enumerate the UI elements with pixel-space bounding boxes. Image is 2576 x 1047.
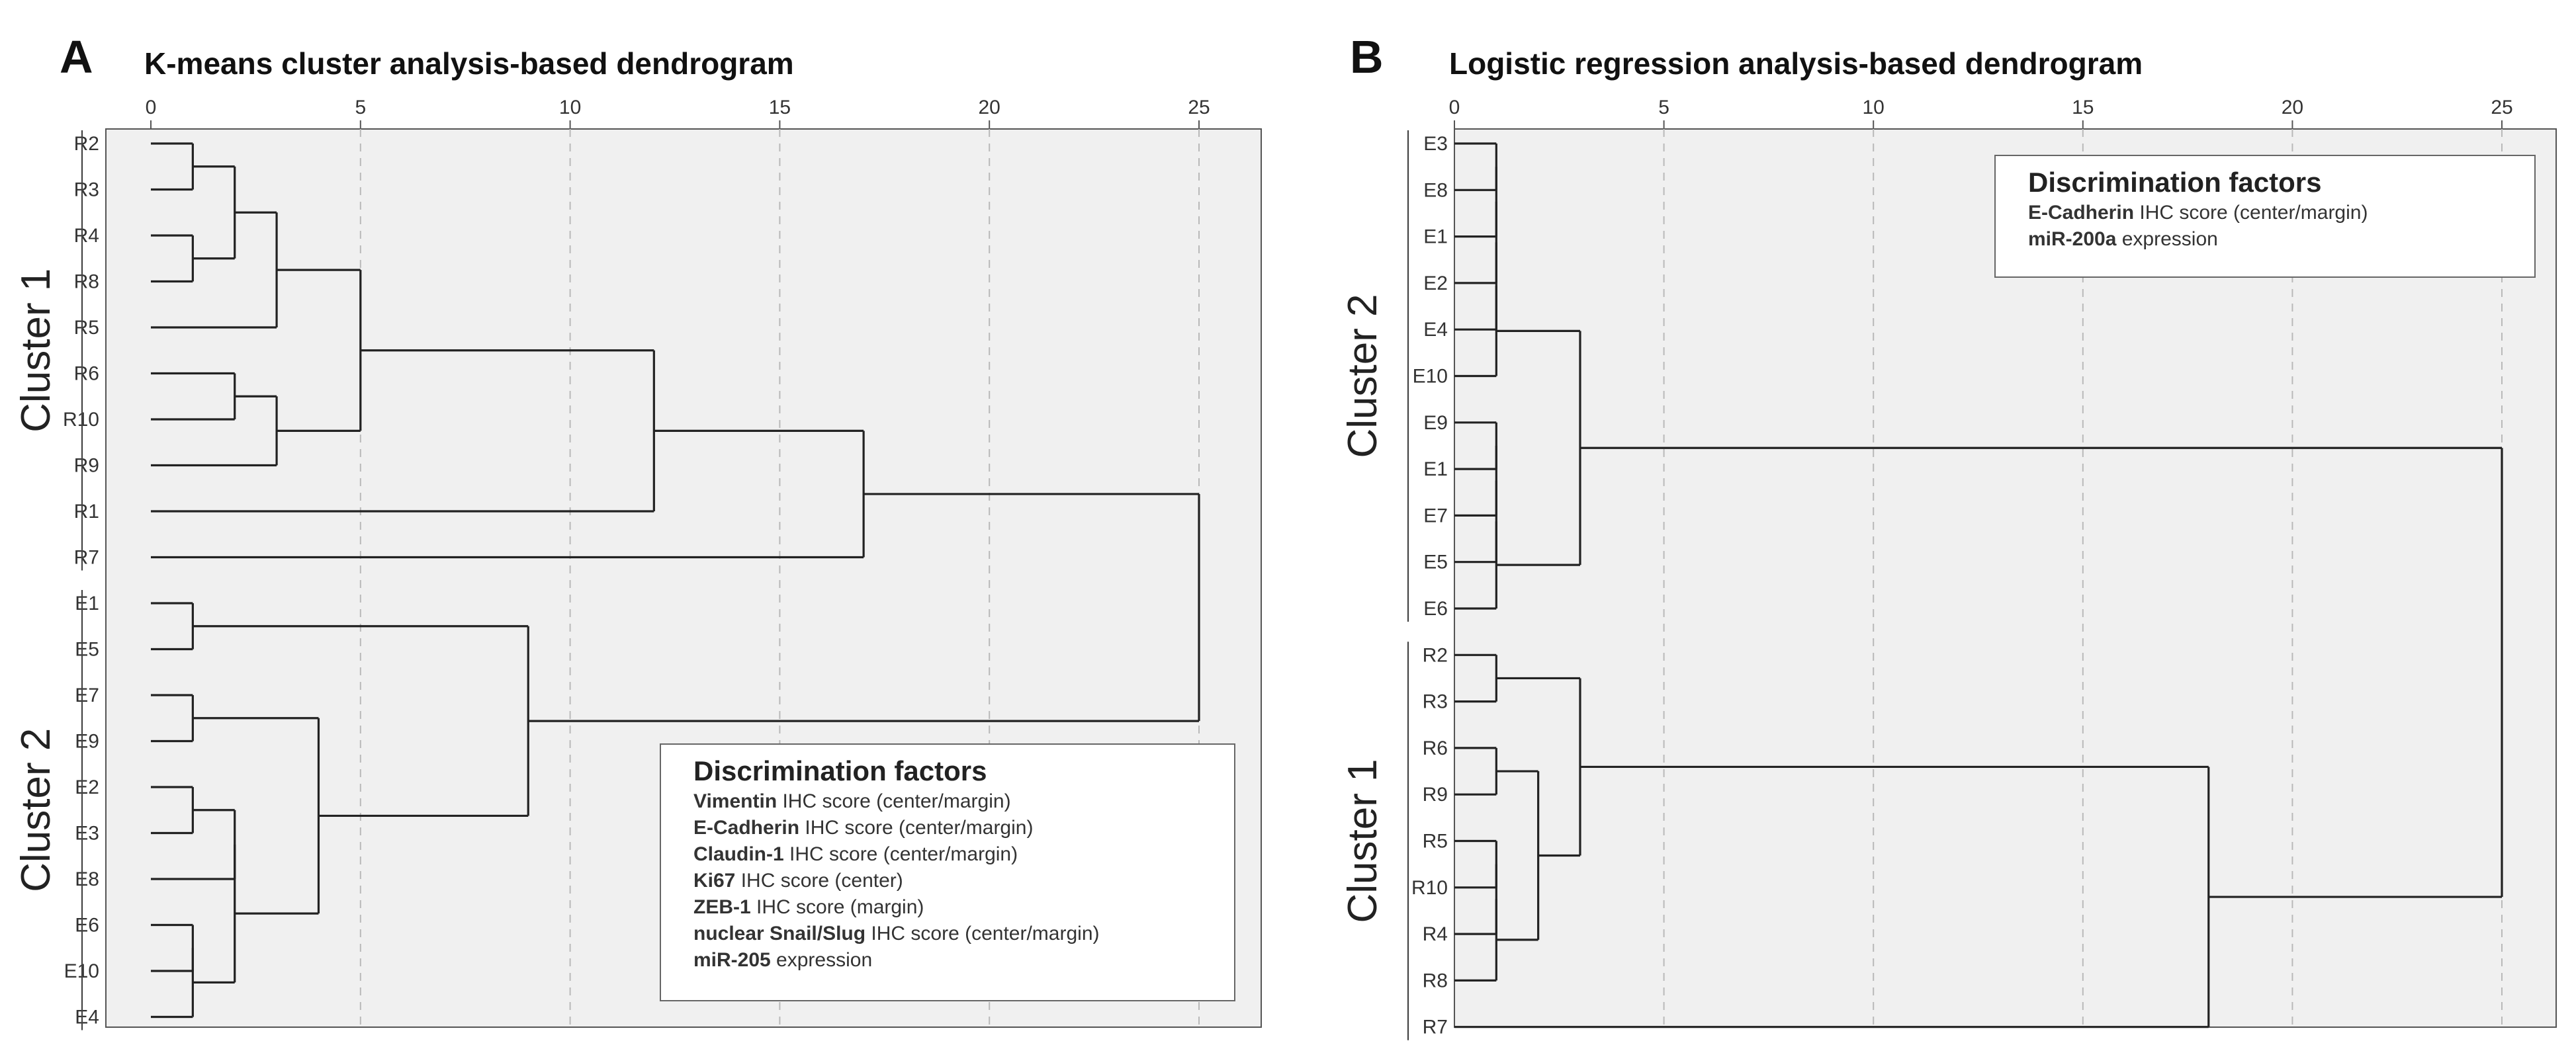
leaf-label: R5 [74,317,99,339]
legend-box [660,743,1235,1001]
leaf-label: E8 [75,868,99,890]
axis-tick-label: 10 [1863,97,1885,118]
legend-item-factor: nuclear Snail/Slug [693,923,866,944]
leaf-label: E9 [1423,412,1448,434]
legend-item: miR-205 expression [693,949,872,971]
legend-item: Vimentin IHC score (center/margin) [693,790,1011,812]
axis-tick-label: 5 [1658,97,1669,118]
cluster-label: Cluster 2 [1340,294,1386,458]
leaf-label: R7 [74,547,99,569]
legend-item-detail: IHC score (center/margin) [866,923,1099,944]
leaf-label: R9 [1423,784,1448,806]
cluster-label: Cluster 1 [13,269,59,433]
leaf-label: E1 [75,593,99,614]
leaf-label: E3 [75,823,99,845]
axis-tick-label: 5 [355,97,366,118]
axis-tick-label: 0 [1449,97,1460,118]
leaf-label: R5 [1423,831,1448,853]
panel-title: Logistic regression analysis-based dendr… [1449,46,2143,81]
leaf-label: R6 [1423,737,1448,759]
leaf-label: E4 [1423,319,1448,341]
legend-box [1994,155,2536,278]
leaf-label: R4 [1423,923,1448,945]
leaf-label: E10 [1413,366,1448,388]
leaf-label: R3 [1423,691,1448,713]
leaf-label: E9 [75,731,99,753]
axis-tick-label: 25 [1188,97,1210,118]
legend-item-factor: E-Cadherin [693,817,799,839]
leaf-label: R2 [1423,644,1448,666]
legend-item-detail: IHC score (center) [735,870,903,892]
leaf-label: R2 [74,133,99,155]
legend-item-detail: IHC score (center/margin) [777,790,1010,812]
leaf-label: E5 [1423,552,1448,573]
legend-item-detail: IHC score (center/margin) [784,843,1018,865]
legend-item: ZEB-1 IHC score (margin) [693,896,924,918]
leaf-label: E8 [1423,179,1448,201]
leaf-label: R8 [1423,970,1448,991]
panel-a: A K-means cluster analysis-based dendrogr… [13,31,1262,1030]
leaf-label: R1 [74,501,99,523]
legend-item-detail: IHC score (center/margin) [2134,202,2368,224]
legend-item: Ki67 IHC score (center) [693,870,903,892]
legend-item-factor: miR-205 [693,949,771,971]
leaf-label: E1 [1423,226,1448,248]
leaf-label: E3 [1423,133,1448,155]
legend-item-factor: E-Cadherin [2028,202,2134,224]
leaf-label: E7 [75,685,99,706]
legend-item: Claudin-1 IHC score (center/margin) [693,843,1018,865]
legend-item-detail: expression [2116,228,2217,250]
leaf-label: E2 [75,776,99,798]
axis-tick-label: 20 [979,97,1000,118]
legend-item-detail: expression [771,949,872,971]
axis-tick-label: 15 [769,97,791,118]
leaf-label: E7 [1423,505,1448,526]
legend-item-factor: Claudin-1 [693,843,784,865]
leaf-label: E5 [75,639,99,661]
leaf-label: R7 [1423,1017,1448,1038]
legend-item: E-Cadherin IHC score (center/margin) [2028,202,2368,224]
legend-item: nuclear Snail/Slug IHC score (center/mar… [693,923,1100,944]
leaf-label: E2 [1423,272,1448,294]
cluster-label: Cluster 1 [1340,759,1386,923]
legend-item-factor: Vimentin [693,790,777,812]
panel-title: K-means cluster analysis-based dendrogra… [144,46,794,81]
leaf-label: R10 [1411,877,1448,899]
leaf-label: R9 [74,455,99,477]
panel-b: B Logistic regression analysis-based dend… [1340,31,2557,1040]
legend-item-factor: ZEB-1 [693,896,751,918]
legend-item-detail: IHC score (center/margin) [799,817,1033,839]
legend-title: Discrimination factors [693,755,987,786]
legend-item-detail: IHC score (margin) [751,896,924,918]
axis-tick-label: 25 [2491,97,2512,118]
leaf-label: R4 [74,225,99,247]
panel-letter: B [1350,31,1384,83]
panel-letter: A [60,31,93,83]
axis-tick-label: 15 [2072,97,2094,118]
legend-title: Discrimination factors [2028,167,2321,198]
plot-area [1454,128,2557,1028]
legend-item: E-Cadherin IHC score (center/margin) [693,817,1033,839]
leaf-label: E1 [1423,458,1448,480]
legend-item: miR-200a expression [2028,228,2218,250]
leaf-label: E4 [75,1007,99,1028]
leaf-label: R8 [74,271,99,293]
axis-tick-label: 10 [559,97,581,118]
leaf-label: E6 [1423,598,1448,620]
leaf-label: R3 [74,179,99,201]
leaf-label: E6 [75,915,99,937]
axis-tick-label: 20 [2282,97,2303,118]
legend-item-factor: miR-200a [2028,228,2117,250]
axis-tick-label: 0 [146,97,157,118]
leaf-label: R10 [63,409,99,431]
cluster-label: Cluster 2 [13,728,59,892]
leaf-label: R6 [74,363,99,385]
legend-item-factor: Ki67 [693,870,735,892]
